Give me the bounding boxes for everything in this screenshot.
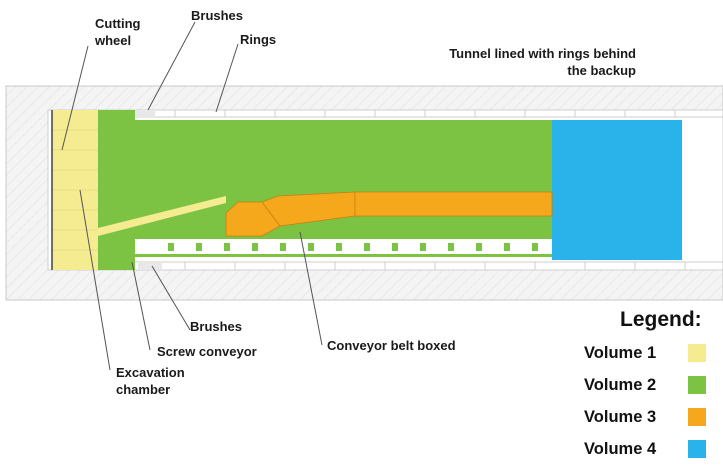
rail-sleepers (168, 243, 538, 251)
label-cutting-wheel: Cutting wheel (95, 16, 141, 48)
rail-track (135, 240, 552, 254)
rings-top (135, 110, 723, 118)
label-conveyor-belt: Conveyor belt boxed (327, 338, 456, 353)
legend-item-volume-1: Volume 1 (584, 342, 720, 366)
volume-3-region (225, 191, 553, 237)
legend-label: Volume 3 (584, 408, 657, 426)
legend-label: Volume 1 (584, 344, 657, 362)
brushes-bottom-shape (138, 262, 162, 270)
legend-item-volume-3: Volume 3 (584, 406, 720, 430)
volume-4-region (552, 120, 682, 260)
legend-label: Volume 4 (584, 440, 657, 458)
label-screw-conveyor: Screw conveyor (157, 344, 257, 359)
legend-item-volume-2: Volume 2 (584, 374, 720, 398)
brushes-top-shape (135, 110, 155, 118)
label-brushes-top: Brushes (191, 8, 244, 23)
leader-lines (61, 21, 323, 371)
label-brushes-bottom: Brushes (190, 319, 243, 334)
legend-label: Volume 2 (584, 376, 657, 394)
legend-swatch (688, 344, 706, 362)
legend-item-volume-4: Volume 4 (584, 438, 720, 462)
label-rings: Rings (240, 32, 277, 47)
conveyor-dividers (261, 192, 356, 227)
label-tunnel-lined: Tunnel lined with rings behind the backu… (449, 46, 636, 78)
screw-conveyor-shape (98, 196, 226, 236)
rings-bottom (135, 261, 723, 270)
legend-swatch (688, 440, 706, 458)
legend-swatch (688, 408, 706, 426)
legend-swatch (688, 376, 706, 394)
legend-title: Legend: (620, 308, 702, 331)
label-excavation-chamber: Excavation chamber (116, 365, 185, 397)
volume-2-region (98, 110, 552, 270)
